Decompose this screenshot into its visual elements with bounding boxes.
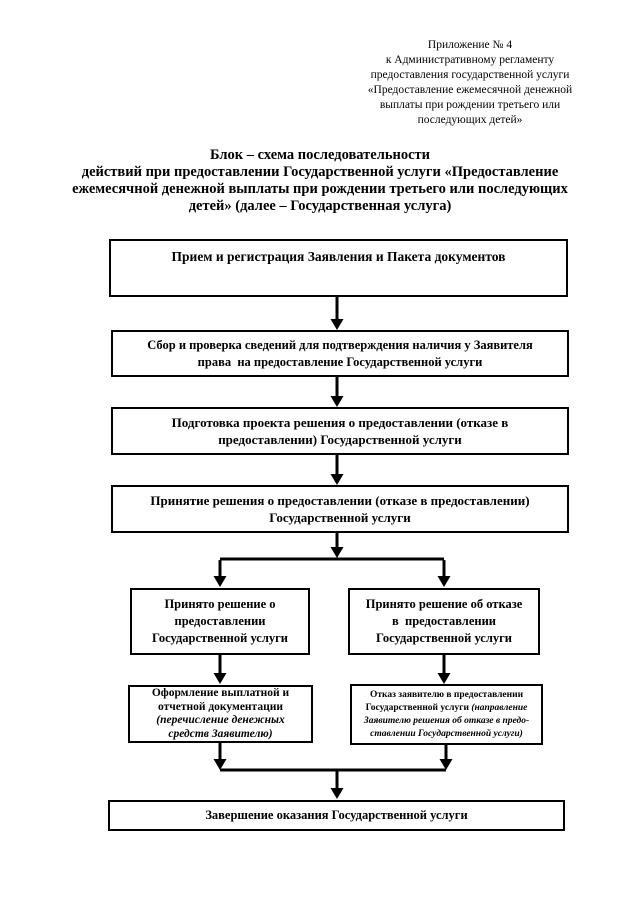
flow-box-label: Государственной услуги <box>269 510 411 525</box>
flow-box-label: предоставлении) Государственной услуги <box>218 432 462 447</box>
flow-box-label-part: (направление <box>471 702 528 713</box>
appendix-header: Приложение № 4 к Административному регла… <box>318 38 622 128</box>
flow-box-label: Принято решение о <box>164 597 276 611</box>
flow-box-label: предоставлении <box>174 614 266 628</box>
flow-box-label: Государственной услуги <box>376 631 512 645</box>
flow-box-reception: Прием и регистрация Заявления и Пакета д… <box>109 239 568 297</box>
flow-box-verification: Сбор и проверка сведений для подтвержден… <box>111 330 569 377</box>
appendix-line: предоставления государственной услуги <box>370 69 570 81</box>
flow-box-label: Прием и регистрация Заявления и Пакета д… <box>171 249 506 264</box>
flow-box-label: отчетной документации <box>158 700 283 713</box>
flow-box-label: Принято решение об отказе <box>365 597 523 611</box>
flow-box-label: средств Заявителю) <box>168 727 273 740</box>
flow-box-label-part: Государственной услуги <box>365 702 472 713</box>
appendix-line: Приложение № 4 <box>427 39 513 51</box>
flow-box-label: Завершение оказания Государственной услу… <box>205 808 468 822</box>
flow-box-label: (перечисление денежных <box>156 714 285 726</box>
flow-box-decision: Принятие решения о предоставлении (отказ… <box>111 485 569 533</box>
flow-box-label: права на предоставление Государственной … <box>197 354 483 369</box>
appendix-line: выплаты при рождении третьего или <box>379 99 561 111</box>
appendix-line: «Предоставление ежемесячной денежной <box>367 84 573 96</box>
flow-box-completion: Завершение оказания Государственной услу… <box>108 800 565 831</box>
flow-box-label: Оформление выплатной и <box>151 687 290 699</box>
title-line: Блок – схема последовательности <box>209 147 431 163</box>
flow-box-label: Отказ заявителю в предоставлении <box>369 689 524 700</box>
flow-box-label: Подготовка проекта решения о предоставле… <box>171 415 509 430</box>
flow-box-payout: Оформление выплатной и отчетной документ… <box>128 685 313 743</box>
title-line: ежемесячной денежной выплаты при рождени… <box>72 181 568 197</box>
flow-box-draft-decision: Подготовка проекта решения о предоставле… <box>111 407 569 455</box>
flow-box-label: Заявителю решения об отказе в предо- <box>363 715 530 726</box>
flow-box-approved: Принято решение о предоставлении Государ… <box>130 588 310 655</box>
flow-box-label: ставлении Государственной услуги) <box>370 728 523 739</box>
flow-box-label: Принятие решения о предоставлении (отказ… <box>150 493 530 508</box>
page-title: Блок – схема последовательности действий… <box>28 147 612 215</box>
flow-box-label: Государственной услуги <box>152 631 288 645</box>
flow-box-refused: Принято решение об отказе в предоставлен… <box>348 588 540 655</box>
flow-box-label: Государственной услуги (направление <box>366 702 528 715</box>
title-line: детей» (далее – Государственная услуга) <box>188 198 452 214</box>
title-line: действий при предоставлении Государствен… <box>81 164 559 180</box>
appendix-line: последующих детей» <box>417 114 523 126</box>
flow-box-label: в предоставлении <box>392 614 496 628</box>
flow-box-label: Сбор и проверка сведений для подтвержден… <box>147 337 533 352</box>
appendix-line: к Административному регламенту <box>385 54 555 66</box>
flow-box-refusal-notice: Отказ заявителю в предоставлении Государ… <box>350 684 543 745</box>
